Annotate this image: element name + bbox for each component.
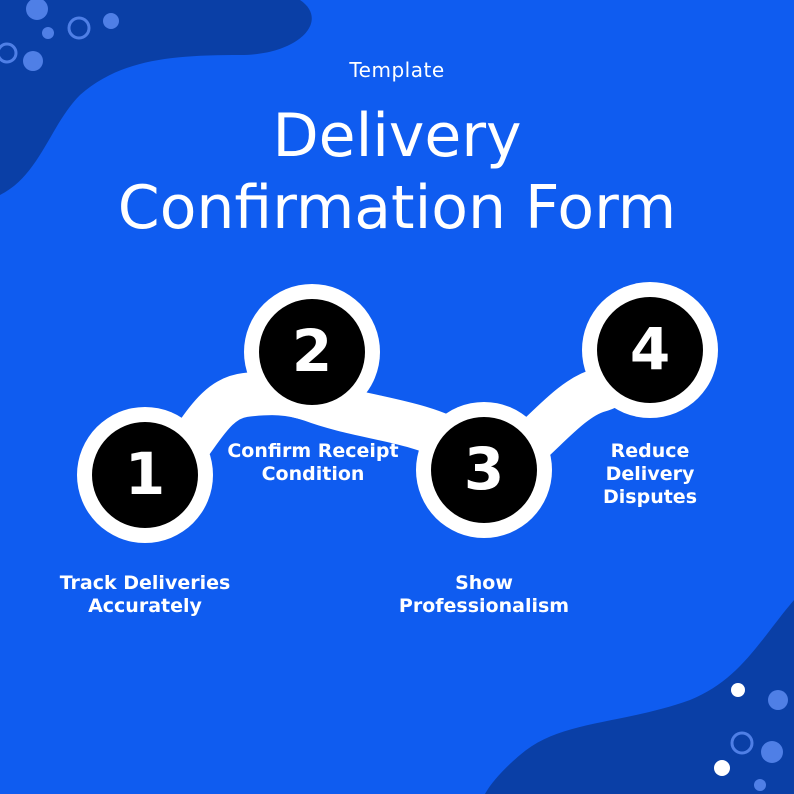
template-label: Template bbox=[349, 58, 445, 82]
step-4-label-line-3: Disputes bbox=[603, 486, 697, 508]
decor-dot bbox=[754, 779, 766, 791]
top-left-blob bbox=[0, 0, 312, 195]
decor-dot bbox=[730, 731, 754, 755]
step-2-label: Confirm Receipt Condition bbox=[203, 440, 423, 486]
decor-dot bbox=[23, 51, 43, 71]
step-4-number: 4 bbox=[629, 315, 671, 383]
step-2-number: 2 bbox=[291, 317, 333, 385]
step-1-circle bbox=[92, 422, 198, 528]
step-2-label-line-2: Condition bbox=[261, 463, 365, 485]
decor-dot bbox=[761, 741, 783, 763]
title-line-1: Delivery bbox=[272, 101, 522, 171]
bottom-right-blob bbox=[485, 600, 794, 794]
decor-dot bbox=[0, 42, 18, 64]
step-1-label: Track Deliveries Accurately bbox=[35, 572, 255, 618]
step-3-circle bbox=[431, 417, 537, 523]
step-3-label-line-1: Show bbox=[455, 572, 513, 594]
step-4-label: Reduce Delivery Disputes bbox=[540, 440, 760, 509]
page-title: Delivery Confirmation Form bbox=[0, 100, 794, 244]
step-4-label-line-1: Reduce bbox=[610, 440, 690, 462]
decor-dot bbox=[42, 27, 54, 39]
step-3-label-line-2: Professionalism bbox=[398, 595, 570, 617]
decor-dot bbox=[103, 13, 119, 29]
step-2-label-line-1: Confirm Receipt bbox=[227, 440, 399, 462]
decor-dot bbox=[67, 16, 91, 40]
decor-dot bbox=[731, 683, 745, 697]
step-1-label-line-1: Track Deliveries bbox=[59, 572, 231, 594]
step-1-number: 1 bbox=[124, 440, 166, 508]
decor-dot bbox=[26, 0, 48, 20]
step-1-label-line-2: Accurately bbox=[88, 595, 202, 617]
step-4-label-line-2: Delivery bbox=[605, 463, 695, 485]
step-2-circle bbox=[259, 299, 365, 405]
step-3-label: Show Professionalism bbox=[374, 572, 594, 618]
decor-dot bbox=[714, 760, 730, 776]
step-4-circle bbox=[597, 297, 703, 403]
decor-dot bbox=[768, 690, 788, 710]
title-line-2: Confirmation Form bbox=[117, 173, 677, 243]
step-3-number: 3 bbox=[463, 435, 505, 503]
